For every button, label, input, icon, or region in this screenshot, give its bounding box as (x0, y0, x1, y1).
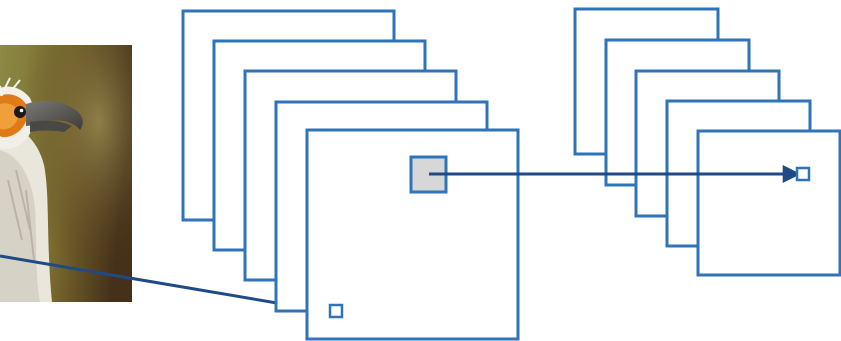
output-target-cell (795, 166, 811, 182)
next-feature-map-stack (573, 7, 841, 277)
input-image (0, 45, 132, 302)
input-target-cell (328, 303, 344, 319)
bird-icon (0, 77, 83, 302)
next-map-5 (696, 129, 841, 277)
